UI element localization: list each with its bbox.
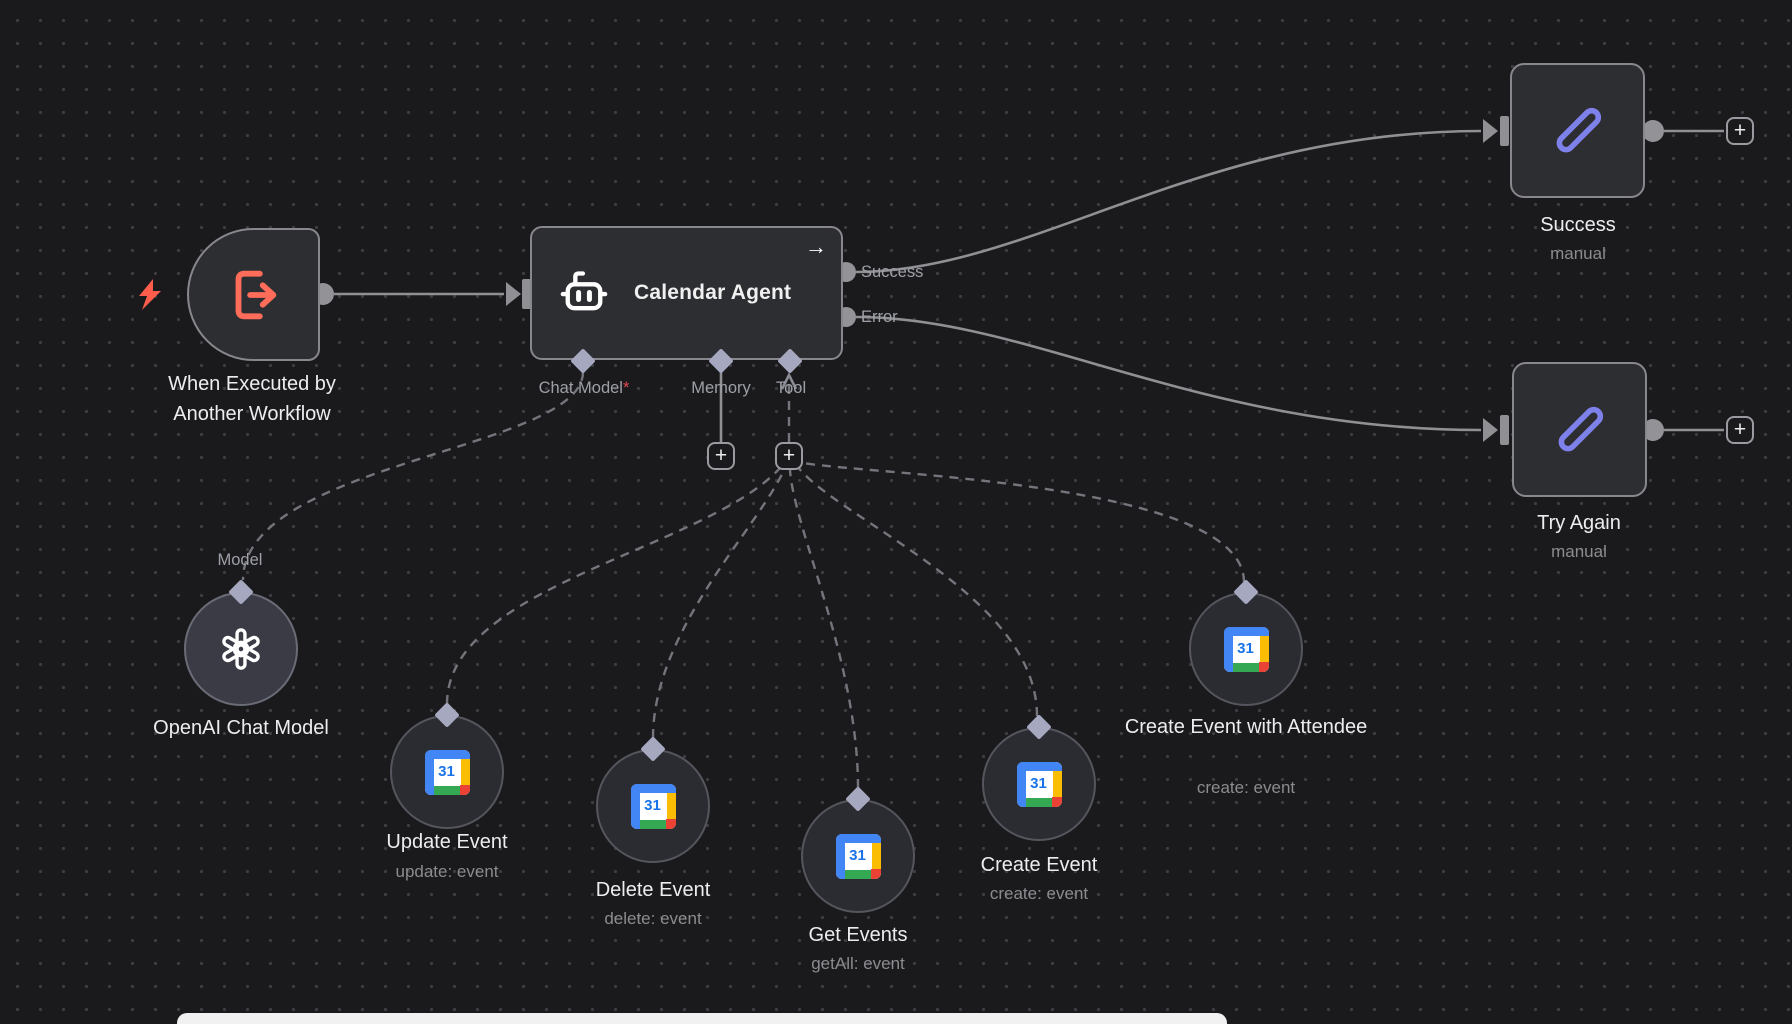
pencil-icon bbox=[1549, 102, 1607, 160]
success-add-next-button[interactable]: + bbox=[1726, 117, 1754, 145]
bottom-panel-edge[interactable] bbox=[177, 1013, 1227, 1024]
workflow-exit-icon bbox=[223, 264, 285, 326]
node-calendar-agent[interactable]: → Calendar Agent bbox=[530, 226, 843, 360]
create-event-subtitle: create: event bbox=[989, 884, 1089, 903]
lightning-icon bbox=[139, 279, 161, 310]
tryagain-input-port[interactable] bbox=[1500, 415, 1509, 445]
calendar-number: 31 bbox=[1237, 640, 1254, 657]
tool-arrowhead-icon bbox=[780, 372, 798, 390]
node-when-executed-by-another-workflow[interactable] bbox=[187, 228, 320, 361]
connection-success-wire bbox=[855, 129, 1482, 274]
agent-output-label-success: Success bbox=[861, 263, 924, 281]
tryagain-input-arrow-icon bbox=[1483, 418, 1498, 442]
node-create-event[interactable]: 31 bbox=[982, 727, 1096, 841]
agent-input-arrow-icon bbox=[506, 282, 521, 306]
calendar-number: 31 bbox=[438, 763, 455, 780]
add-tool-button[interactable]: + bbox=[775, 442, 803, 470]
connection-tool-attendee bbox=[797, 460, 1246, 583]
pencil-icon bbox=[1551, 401, 1609, 459]
chat-model-label-text: Chat Model bbox=[538, 379, 623, 397]
calendar-number: 31 bbox=[1030, 775, 1047, 792]
success-input-port[interactable] bbox=[1500, 116, 1509, 146]
tryagain-node-output-port[interactable] bbox=[1642, 419, 1664, 441]
node-delete-event[interactable]: 31 bbox=[596, 749, 710, 863]
node-create-event-with-attendee[interactable]: 31 bbox=[1189, 592, 1303, 706]
tryagain-node-subtitle: manual bbox=[1551, 542, 1607, 561]
add-memory-button[interactable]: + bbox=[707, 442, 735, 470]
trigger-node-label: When Executed by Another Workflow bbox=[102, 369, 402, 429]
get-events-subtitle: getAll: event bbox=[811, 954, 905, 973]
node-get-events[interactable]: 31 bbox=[801, 799, 915, 913]
connection-tool-create bbox=[796, 465, 1039, 717]
tryagain-add-next-button[interactable]: + bbox=[1726, 416, 1754, 444]
openai-node-label: OpenAI Chat Model bbox=[153, 717, 329, 739]
success-node-label: Success bbox=[1540, 214, 1616, 236]
agent-port-label-tool: Tool bbox=[775, 379, 807, 397]
openai-icon bbox=[214, 622, 268, 676]
google-calendar-icon: 31 bbox=[835, 833, 881, 879]
delete-event-subtitle: delete: event bbox=[604, 909, 702, 928]
bot-icon bbox=[558, 267, 610, 319]
calendar-number: 31 bbox=[644, 797, 661, 814]
agent-output-label-error: Error bbox=[861, 308, 898, 326]
required-asterisk: * bbox=[622, 379, 630, 397]
create-event-attendee-label: Create Event with Attendee bbox=[1124, 716, 1368, 738]
update-event-label: Update Event bbox=[386, 831, 508, 853]
node-openai-chat-model[interactable] bbox=[184, 592, 298, 706]
update-event-subtitle: update: event bbox=[395, 862, 499, 881]
agent-run-arrow-icon: → bbox=[805, 234, 827, 259]
create-event-attendee-subtitle: create: event bbox=[1196, 778, 1296, 797]
google-calendar-icon: 31 bbox=[424, 749, 470, 795]
create-event-label: Create Event bbox=[980, 854, 1098, 876]
success-node-subtitle: manual bbox=[1550, 244, 1606, 263]
success-input-arrow-icon bbox=[1483, 119, 1498, 143]
model-port-label: Model bbox=[217, 551, 263, 569]
node-success[interactable] bbox=[1510, 63, 1645, 198]
connection-error-wire bbox=[855, 315, 1482, 432]
trigger-label-line1: When Executed by bbox=[168, 373, 336, 395]
google-calendar-icon: 31 bbox=[630, 783, 676, 829]
connection-tool-get bbox=[788, 469, 860, 789]
success-node-output-port[interactable] bbox=[1642, 120, 1664, 142]
google-calendar-icon: 31 bbox=[1223, 626, 1269, 672]
agent-port-label-chat-model: Chat Model* bbox=[484, 379, 684, 398]
calendar-number: 31 bbox=[849, 847, 866, 864]
agent-node-title: Calendar Agent bbox=[634, 281, 792, 304]
trigger-label-line2: Another Workflow bbox=[173, 403, 331, 425]
google-calendar-icon: 31 bbox=[1016, 761, 1062, 807]
node-update-event[interactable]: 31 bbox=[390, 715, 504, 829]
tryagain-node-label: Try Again bbox=[1537, 512, 1621, 534]
agent-input-port[interactable] bbox=[522, 279, 531, 309]
connection-tool-update bbox=[445, 467, 781, 705]
connection-chatmodel-to-openai bbox=[241, 371, 585, 581]
connection-tool-delete bbox=[651, 467, 787, 739]
node-try-again[interactable] bbox=[1512, 362, 1647, 497]
get-events-label: Get Events bbox=[808, 924, 908, 946]
agent-port-label-memory: Memory bbox=[691, 379, 751, 397]
delete-event-label: Delete Event bbox=[595, 879, 711, 901]
